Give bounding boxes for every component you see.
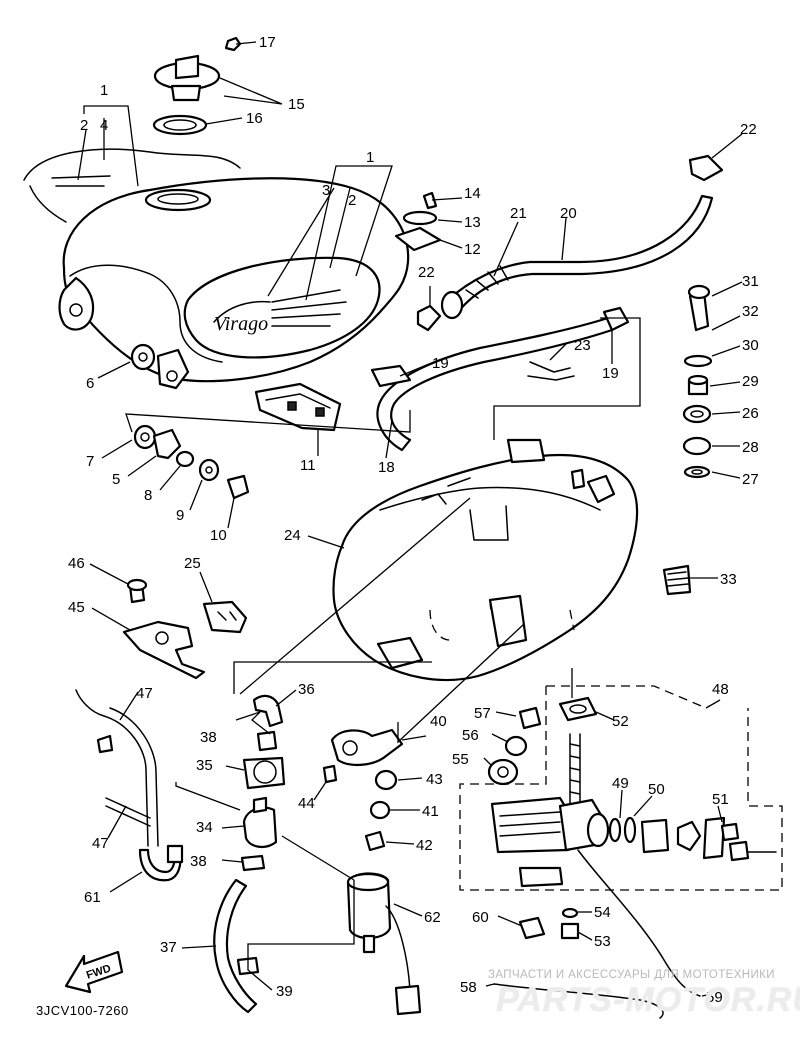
callout-40: 40: [430, 713, 447, 730]
callout-37: 37: [160, 939, 177, 956]
callout-24: 24: [284, 527, 301, 544]
callout-53: 53: [594, 933, 611, 950]
callout-2-right: 2: [348, 192, 356, 209]
callout-47-bottom: 47: [92, 835, 109, 852]
callout-60: 60: [472, 909, 489, 926]
callout-61: 61: [84, 889, 101, 906]
callout-54: 54: [594, 904, 611, 921]
callout-41: 41: [422, 803, 439, 820]
callout-11: 11: [300, 457, 316, 474]
fuel-cock-assembly-48: [459, 685, 783, 891]
fuel-tank-24: [332, 438, 692, 682]
callout-21: 21: [510, 205, 527, 222]
callout-48: 48: [712, 681, 729, 698]
callout-36: 36: [298, 681, 315, 698]
callout-20: 20: [560, 205, 577, 222]
callout-13: 13: [464, 214, 481, 231]
callout-27: 27: [742, 471, 759, 488]
callout-38-bottom: 38: [190, 853, 207, 870]
callout-8: 8: [144, 487, 152, 504]
callout-17: 17: [259, 34, 276, 51]
callout-19-right: 19: [602, 365, 619, 382]
grommets-55-57: [487, 706, 542, 786]
callout-51: 51: [712, 791, 729, 808]
callout-30: 30: [742, 337, 759, 354]
rear-bracket-11: [254, 382, 342, 432]
callout-14: 14: [464, 185, 481, 202]
callout-3: 3: [322, 182, 330, 199]
callout-9: 9: [176, 507, 184, 524]
callout-2-left: 2: [80, 117, 88, 134]
forward-direction-arrow: FWD: [64, 950, 124, 994]
callout-31: 31: [742, 273, 759, 290]
lower-parts-53-62: [75, 689, 701, 1019]
leader-lines: [77, 41, 743, 997]
callout-6: 6: [86, 375, 94, 392]
callout-7: 7: [86, 453, 94, 470]
callout-45: 45: [68, 599, 85, 616]
watermark-brand: PARTS-MOTOR.RU: [496, 981, 800, 1019]
callout-numbers: 17 15 16 1 2 4 1 3 2 14 13 12 22 21 20 2…: [68, 34, 759, 1006]
filter-and-hoses-34-39: [213, 694, 286, 1014]
callout-18: 18: [378, 459, 395, 476]
callout-1-left: 1: [100, 82, 108, 99]
callout-26: 26: [742, 405, 759, 422]
callout-38-top: 38: [200, 729, 217, 746]
callout-34: 34: [196, 819, 213, 836]
callout-22-left: 22: [418, 264, 435, 281]
callout-22-right: 22: [740, 121, 757, 138]
diagram-code: 3JCV100-7260: [36, 1003, 129, 1018]
callout-10: 10: [210, 527, 227, 544]
callout-35: 35: [196, 757, 213, 774]
callout-5: 5: [112, 471, 120, 488]
callout-43: 43: [426, 771, 443, 788]
callout-19-left: 19: [432, 355, 449, 372]
vent-hoses: [370, 154, 724, 452]
bracket-40-grommets: [322, 728, 404, 852]
callout-42: 42: [416, 837, 433, 854]
callout-15: 15: [288, 96, 305, 113]
brackets-25-45-46: [122, 578, 248, 680]
callout-56: 56: [462, 727, 479, 744]
callout-33: 33: [720, 571, 737, 588]
callout-58: 58: [460, 979, 477, 996]
callout-59: 59: [706, 989, 723, 1006]
callout-1-right: 1: [366, 149, 374, 166]
callout-28: 28: [742, 439, 759, 456]
callout-49: 49: [612, 775, 629, 792]
callout-39: 39: [276, 983, 293, 1000]
callout-25: 25: [184, 555, 201, 572]
tank-mount-parts-5-10: [130, 343, 250, 500]
fuel-tank: Virago: [23, 148, 410, 390]
callout-12: 12: [464, 241, 481, 258]
right-column-washers: [682, 284, 713, 479]
callout-16: 16: [246, 110, 263, 127]
callout-46: 46: [68, 555, 85, 572]
fuel-cap-assembly: [152, 36, 242, 136]
callout-32: 32: [742, 303, 759, 320]
tank-emblem-script: Virago: [214, 313, 268, 335]
watermark-tagline: ЗАПЧАСТИ И АКСЕССУАРЫ ДЛЯ МОТОТЕХНИКИ: [488, 969, 775, 981]
callout-52: 52: [612, 713, 629, 730]
callout-57: 57: [474, 705, 491, 722]
callout-55: 55: [452, 751, 469, 768]
callout-62: 62: [424, 909, 441, 926]
callout-23: 23: [574, 337, 591, 354]
callout-50: 50: [648, 781, 665, 798]
callout-29: 29: [742, 373, 759, 390]
callout-44: 44: [298, 795, 315, 812]
callout-47-top: 47: [136, 685, 153, 702]
tank-cushions-12-13-14: [394, 191, 442, 252]
callout-4: 4: [100, 117, 108, 134]
